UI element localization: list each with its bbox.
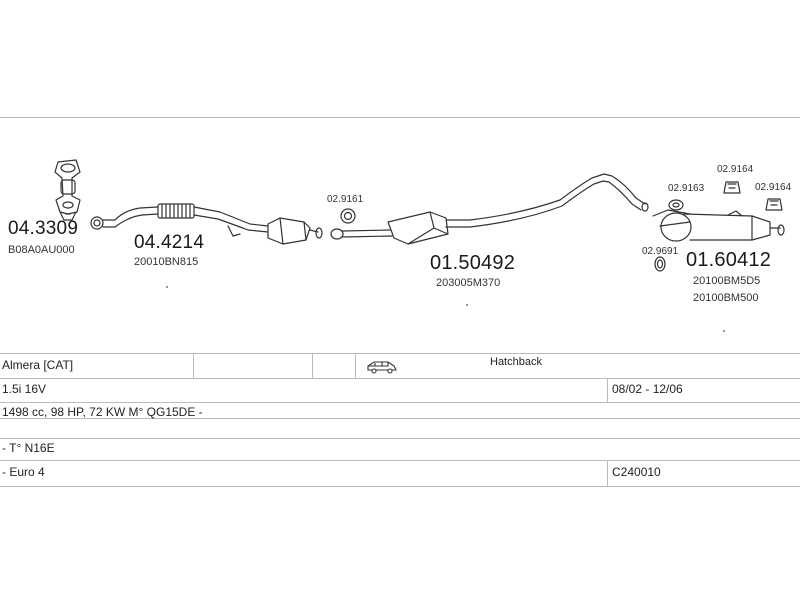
table-line <box>0 486 800 487</box>
engine: 1.5i 16V <box>2 382 47 396</box>
table-line <box>0 418 800 419</box>
part-number-hanger-rubber[interactable]: 02.9163 <box>668 183 705 194</box>
rear-silencer-drawing <box>652 209 785 242</box>
manifold-catalyst-drawing <box>54 159 81 221</box>
clamp-drawing <box>654 256 666 272</box>
catalogue-code: C240010 <box>612 465 661 479</box>
oem-number-front-pipe: 20010BN815 <box>134 256 199 268</box>
engine-specs: 1498 cc, 98 HP, 72 KW M° QG15DE - <box>2 405 203 419</box>
table-divider <box>355 354 356 378</box>
table-line <box>0 353 800 354</box>
table-divider <box>607 461 608 486</box>
car-icon <box>367 361 397 374</box>
catalytic-converter-drawing <box>267 217 323 245</box>
rubber-mount-drawing-1 <box>723 181 741 194</box>
production-years: 08/02 - 12/06 <box>612 382 683 396</box>
part-number-middle-silencer[interactable]: 01.50492 <box>430 252 516 274</box>
part-number-rubber-mount-1[interactable]: 02.9164 <box>717 164 754 175</box>
table-divider <box>193 354 194 378</box>
hanger-rubber-drawing <box>668 199 684 211</box>
part-number-manifold[interactable]: 04.3309 <box>8 218 79 239</box>
table-divider <box>607 379 608 402</box>
part-number-rubber-mount-2[interactable]: 02.9164 <box>755 182 792 193</box>
type-code: - T° N16E <box>2 441 55 455</box>
oem-number-manifold: B08A0AU000 <box>8 244 75 256</box>
part-number-front-pipe[interactable]: 04.4214 <box>134 232 205 253</box>
table-line <box>0 460 800 461</box>
part-number-gasket[interactable]: 02.9161 <box>327 194 364 205</box>
body-type: Hatchback <box>490 356 542 368</box>
part-number-clamp[interactable]: 02.9691 <box>642 246 679 257</box>
front-pipe-drawing <box>90 203 269 237</box>
rubber-mount-drawing-2 <box>765 198 783 211</box>
top-border <box>0 117 800 118</box>
oem-number-rear-silencer-2: 20100BM500 <box>693 292 759 304</box>
vehicle-model: Almera [CAT] <box>2 358 74 372</box>
part-number-rear-silencer[interactable]: 01.60412 <box>686 249 772 271</box>
table-line <box>0 402 800 403</box>
oem-number-middle-silencer: 203005M370 <box>436 277 501 289</box>
exhaust-diagram <box>54 159 785 272</box>
gasket-drawing <box>340 208 356 224</box>
emission-standard: - Euro 4 <box>2 465 45 479</box>
middle-silencer-drawing <box>330 173 649 245</box>
reference-dot <box>466 304 468 306</box>
reference-dot <box>723 330 725 332</box>
table-divider <box>312 354 313 378</box>
oem-number-rear-silencer-1: 20100BM5D5 <box>693 275 761 287</box>
reference-dot <box>166 286 168 288</box>
table-line <box>0 438 800 439</box>
table-line <box>0 378 800 379</box>
